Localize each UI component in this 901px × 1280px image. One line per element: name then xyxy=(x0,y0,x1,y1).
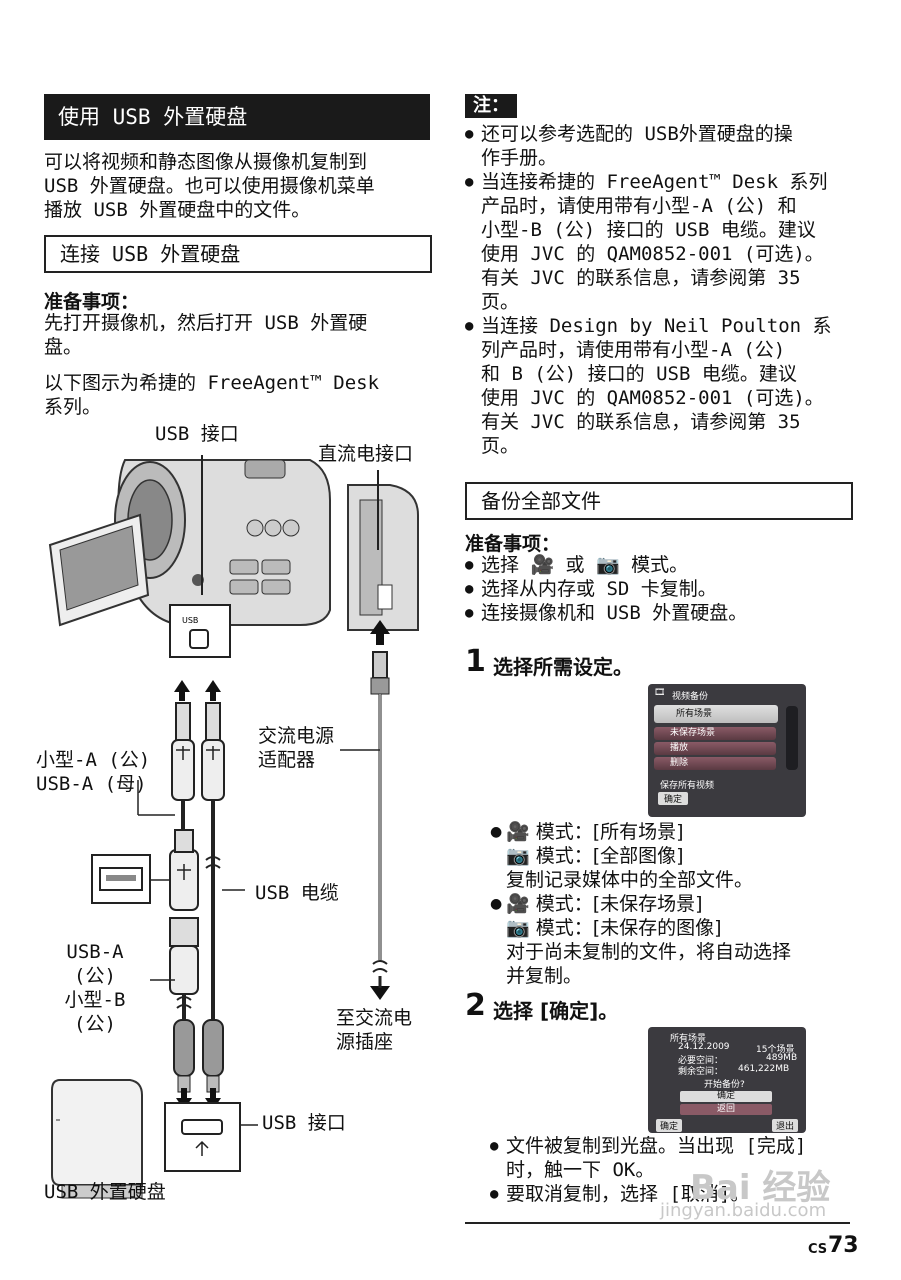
step1-bullet: 🎥 模式：[未保存场景] 📷 模式：[未保存的图像] 对于尚未复制的文件，将自动… xyxy=(490,892,860,988)
connection-diagram: USB xyxy=(30,420,450,1210)
hdd-icon xyxy=(51,1079,143,1199)
lcd-screen-step2: 所有场景 24.12.2009 15个场景 必要空间： 489MB 剩余空间： … xyxy=(648,1027,806,1133)
prep-item: 选择从内存或 SD 卡复制。 xyxy=(465,577,860,601)
lcd2-count: 15个场景 xyxy=(756,1045,795,1055)
section-title: 使用 USB 外置硬盘 xyxy=(44,94,430,140)
note-item: 还可以参考选配的 USB外置硬盘的操 作手册。 xyxy=(465,122,860,170)
lcd-ok-button[interactable]: 确定 xyxy=(658,792,689,805)
note-item: 当连接希捷的 FreeAgent™ Desk 系列 产品时，请使用带有小型-A … xyxy=(465,170,860,314)
label-usb-a-mini-b: USB-A (公) 小型-B (公) xyxy=(64,941,126,1035)
lcd-row[interactable]: 删除 xyxy=(654,757,776,770)
note-item: 当连接 Design by Neil Poulton 系 列产品时，请使用带有小… xyxy=(465,314,860,458)
step2-bullet: 要取消复制，选择 [取消]。 xyxy=(490,1182,860,1206)
notes-list: 还可以参考选配的 USB外置硬盘的操 作手册。 当连接希捷的 FreeAgent… xyxy=(465,122,860,458)
step2-bullets: 文件被复制到光盘。当出现 [完成] 时，触一下 OK。 要取消复制，选择 [取消… xyxy=(490,1134,860,1206)
lcd2-line: 所有场景 xyxy=(670,1034,707,1044)
lcd-row[interactable]: 播放 xyxy=(654,742,776,755)
prep-item: 连接摄像机和 USB 外置硬盘。 xyxy=(465,601,860,625)
step2-bullet: 文件被复制到光盘。当出现 [完成] 时，触一下 OK。 xyxy=(490,1134,860,1182)
lcd2-date: 24.12.2009 xyxy=(678,1042,730,1052)
step1-bullets: 🎥 模式：[所有场景] 📷 模式：[全部图像] 复制记录媒体中的全部文件。 🎥 … xyxy=(490,820,860,988)
step-2-number: 2 xyxy=(465,988,486,1023)
backup-prep-list: 选择 🎥 或 📷 模式。 选择从内存或 SD 卡复制。 连接摄像机和 USB 外… xyxy=(465,553,860,625)
dc-jack-icon xyxy=(347,484,419,631)
prep-item: 选择 🎥 或 📷 模式。 xyxy=(465,553,860,577)
lcd2-confirm-button[interactable]: 确定 xyxy=(680,1091,772,1102)
lcd2-need-val: 489MB xyxy=(766,1053,798,1063)
backup-title: 备份全部文件 xyxy=(465,482,853,520)
footer-rule xyxy=(465,1222,850,1224)
lcd-selected-row[interactable]: 所有场景 xyxy=(654,705,778,723)
lcd-footer: 保存所有视频 xyxy=(660,781,715,791)
watermark-url: jingyan.baidu.com xyxy=(660,1200,827,1221)
lcd2-exit-button[interactable]: 退出 xyxy=(771,1119,798,1132)
step-1-number: 1 xyxy=(465,644,486,679)
note-tag: 注： xyxy=(465,94,517,118)
step-1-text: 选择所需设定。 xyxy=(493,655,633,679)
lcd2-free-label: 剩余空间： xyxy=(678,1067,724,1077)
prep-text: 先打开摄像机，然后打开 USB 外置硬 盘。 xyxy=(44,312,368,358)
lcd2-back-button[interactable]: 返回 xyxy=(680,1104,772,1115)
page-number: 73 xyxy=(828,1233,859,1258)
prep-heading: 准备事项： xyxy=(44,291,140,313)
footer-lang: CS xyxy=(808,1242,828,1257)
lcd-title: 视频备份 xyxy=(672,692,709,702)
label-dc-port: 直流电接口 xyxy=(318,443,414,465)
lcd-title-icon: 🎞 xyxy=(654,688,666,698)
camcorder-icon xyxy=(48,459,331,627)
label-to-outlet: 至交流电 源插座 xyxy=(336,1007,413,1053)
lcd2-free-val: 461,222MB xyxy=(738,1064,790,1074)
step-2-text: 选择 [确定]。 xyxy=(493,999,619,1023)
figure-caption: 以下图示为希捷的 FreeAgent™ Desk 系列。 xyxy=(44,372,380,418)
lcd-row[interactable]: 未保存场景 xyxy=(654,727,776,740)
lcd-scrollbar[interactable] xyxy=(786,706,798,770)
label-mini-a: 小型-A (公) USB-A (母) xyxy=(36,749,151,795)
step1-bullet: 🎥 模式：[所有场景] 📷 模式：[全部图像] 复制记录媒体中的全部文件。 xyxy=(490,820,860,892)
usb-port-mark: USB xyxy=(182,616,198,625)
backup-prep-heading: 准备事项： xyxy=(465,533,561,555)
lcd-screen-step1: 🎞 视频备份 所有场景 未保存场景 播放 删除 保存所有视频 确定 xyxy=(648,684,806,817)
connection-diagram-art: USB xyxy=(48,455,419,1199)
lcd2-need-label: 必要空间： xyxy=(678,1056,724,1066)
watermark-logo: Bai 经验 xyxy=(690,1168,831,1208)
subsection-title: 连接 USB 外置硬盘 xyxy=(44,235,432,273)
lcd2-left-button[interactable]: 确定 xyxy=(656,1119,683,1132)
lcd2-question: 开始备份? xyxy=(704,1080,745,1090)
label-usb-port-top: USB 接口 xyxy=(155,423,239,445)
label-hdd: USB 外置硬盘 xyxy=(44,1181,166,1203)
label-usb-port-bottom: USB 接口 xyxy=(262,1112,346,1134)
label-usb-cable: USB 电缆 xyxy=(255,882,339,904)
label-ac-adapter: 交流电源 适配器 xyxy=(258,725,335,771)
intro-text: 可以将视频和静态图像从摄像机复制到 USB 外置硬盘。也可以使用摄像机菜单 播放… xyxy=(44,151,375,221)
